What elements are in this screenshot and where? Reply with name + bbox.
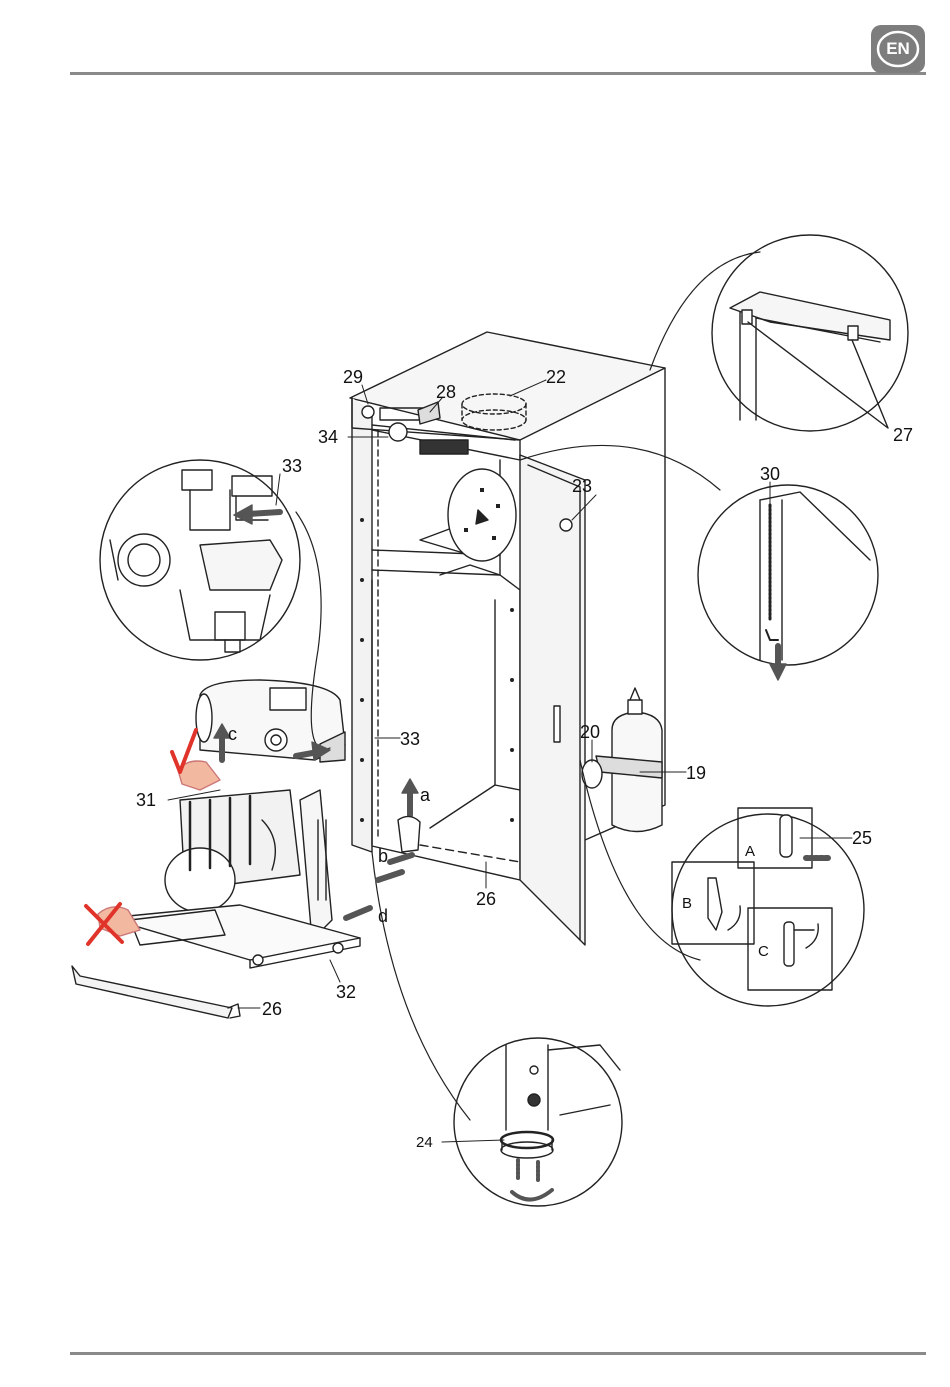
callout-24: 24 [416,1134,433,1151]
callout-34: 34 [318,427,338,447]
callout-32: 32 [336,982,356,1002]
callout-33-mid: 33 [400,729,420,749]
callout-22: 22 [546,367,566,387]
callout-33-top: 33 [282,456,302,476]
detail-label-a: A [745,843,755,860]
loose-rail [72,966,240,1018]
callout-19: 19 [686,763,706,783]
callout-26-cabinet: 26 [476,889,496,909]
callout-20: 20 [580,722,600,742]
footer-rule [70,1352,926,1355]
callout-26-rail: 26 [262,999,282,1019]
step-a: a [420,785,431,805]
callout-28: 28 [436,382,456,402]
callout-29: 29 [343,367,363,387]
step-b: b [378,846,388,866]
step-d: d [378,906,388,926]
step-c: c [228,724,237,744]
detail-label-c: C [758,943,769,960]
callout-31: 31 [136,790,156,810]
callout-25: 25 [852,828,872,848]
detail-label-b: B [682,895,692,912]
callout-23: 23 [572,476,592,496]
boiler-door [520,455,585,945]
callout-30: 30 [760,464,780,484]
callout-27: 27 [893,425,913,445]
detail-hinge-top [650,235,908,431]
bottle [582,688,662,832]
